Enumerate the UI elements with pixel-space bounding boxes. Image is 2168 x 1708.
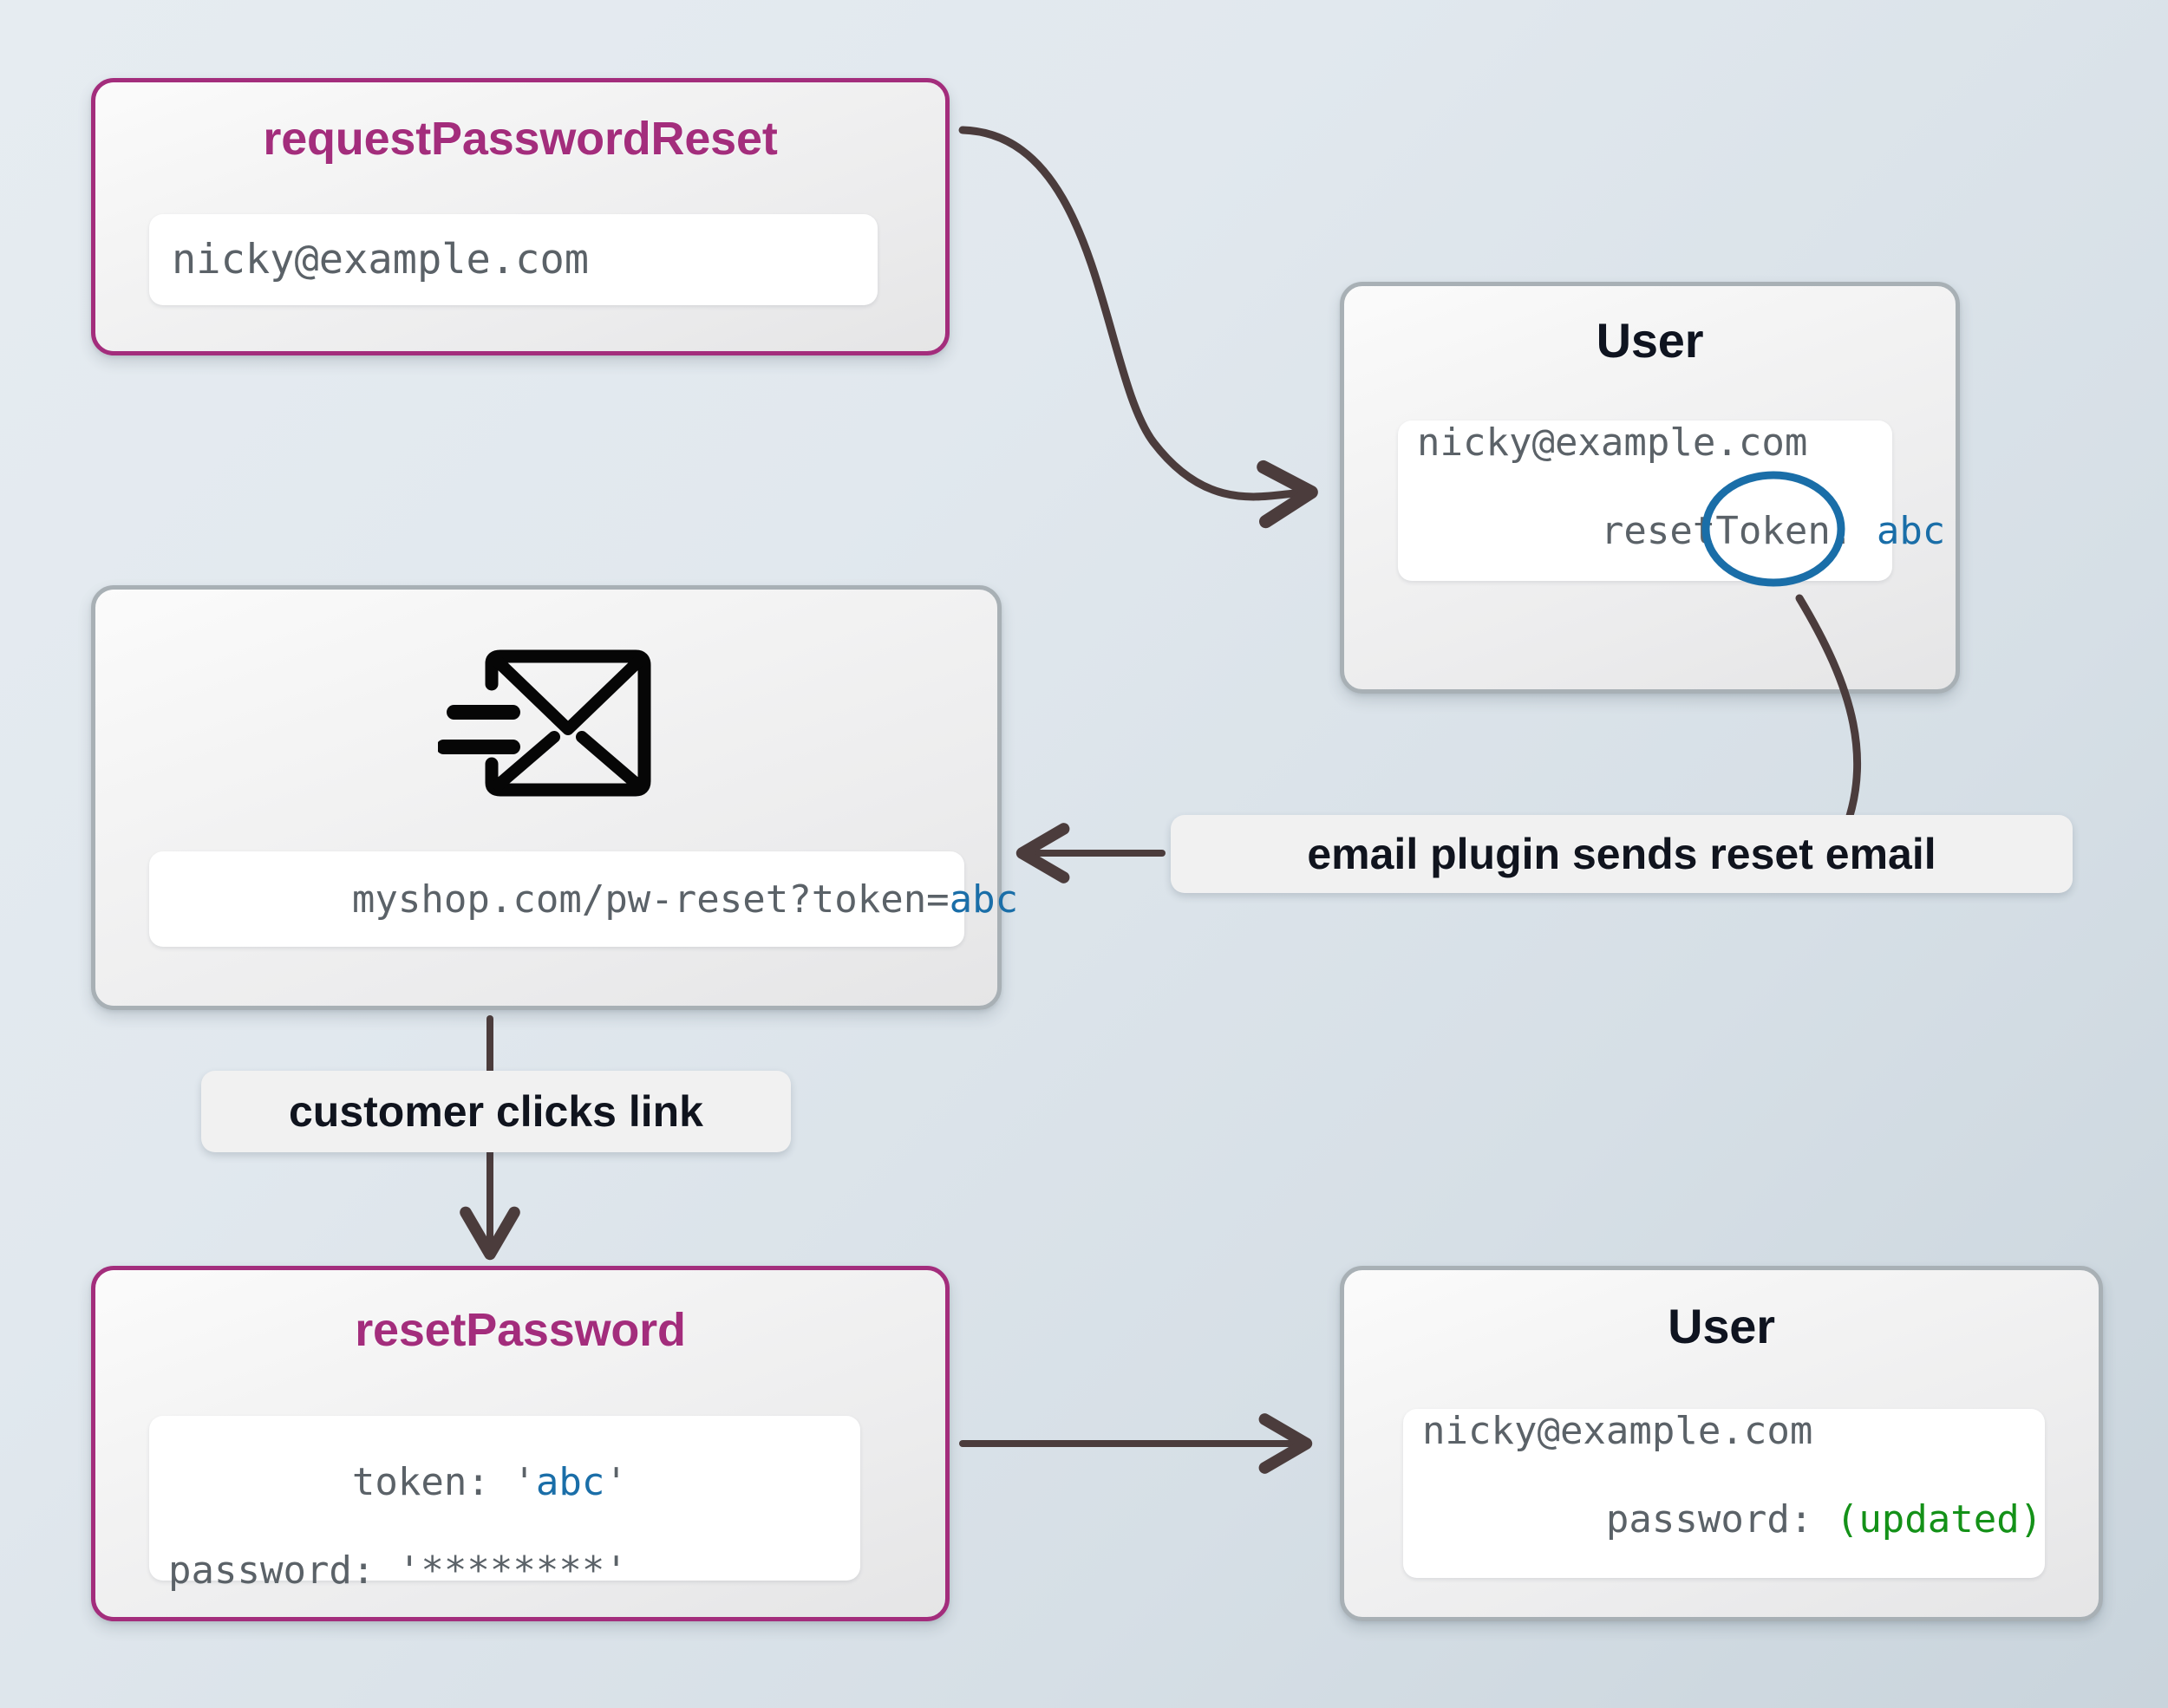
- user-fields-panel: nicky@example.com resetToken: abc: [1398, 420, 1945, 581]
- node-user-updated[interactable]: User nicky@example.com password: (update…: [1340, 1266, 2103, 1621]
- node-title-user-updated: User: [1668, 1299, 1775, 1353]
- field-email-panel: nicky@example.com: [149, 214, 878, 305]
- reset-token-value: abc: [535, 1460, 605, 1504]
- node-reset-password[interactable]: resetPassword token: 'abc' password: '**…: [91, 1266, 950, 1621]
- arrow-request-to-user: [958, 126, 1318, 529]
- node-title-reset-password: resetPassword: [355, 1304, 686, 1356]
- user-updated-fields-panel: nicky@example.com password: (updated): [1403, 1409, 2045, 1578]
- reset-link-value: myshop.com/pw-reset?token=abc: [168, 833, 1018, 966]
- reset-token-open-quote: ': [513, 1460, 536, 1504]
- reset-password-value: password: '********': [168, 1548, 628, 1593]
- user-updated-password-value: (updated): [1835, 1497, 2043, 1542]
- user-updated-password-row: password: (updated): [1422, 1453, 2042, 1586]
- reset-link-panel: myshop.com/pw-reset?token=abc: [149, 851, 1018, 947]
- node-title-user-with-token: User: [1596, 313, 1704, 368]
- user-token-row: resetToken: abc: [1417, 465, 1945, 597]
- edge-label-customer-clicks: customer clicks link: [201, 1071, 791, 1152]
- reset-token-close-quote: ': [604, 1460, 628, 1504]
- edge-label-email-plugin: email plugin sends reset email: [1171, 815, 2073, 893]
- field-email-value: nicky@example.com: [172, 236, 590, 284]
- user-email-value: nicky@example.com: [1417, 420, 1808, 465]
- node-reset-email[interactable]: myshop.com/pw-reset?token=abc: [91, 585, 1018, 1010]
- user-token-value: abc: [1876, 509, 1946, 553]
- user-token-label: resetToken:: [1600, 509, 1854, 553]
- reset-link-prefix: myshop.com/pw-reset?token=: [351, 877, 950, 922]
- user-updated-email-value: nicky@example.com: [1422, 1409, 1813, 1453]
- node-title-request-password-reset: requestPasswordReset: [263, 113, 778, 165]
- node-request-password-reset[interactable]: requestPasswordReset nicky@example.com: [91, 78, 950, 355]
- reset-link-token: abc: [949, 877, 1019, 922]
- send-envelope-icon: [95, 628, 997, 818]
- node-user-with-token[interactable]: User nicky@example.com resetToken: abc: [1340, 282, 1960, 694]
- reset-password-fields-panel: token: 'abc' password: '********': [149, 1416, 860, 1593]
- reset-token-label: token:: [351, 1460, 513, 1504]
- reset-token-row: token: 'abc': [168, 1416, 841, 1548]
- user-updated-password-label: password:: [1605, 1497, 1836, 1542]
